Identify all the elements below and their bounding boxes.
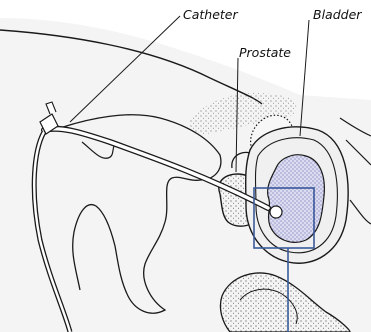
bladder-label: Bladder — [313, 9, 361, 22]
prostate-label: Prostate — [239, 47, 291, 60]
catheter-label: Catheter — [183, 9, 238, 22]
catheter-balloon — [270, 206, 282, 218]
bladder-lumen — [268, 155, 325, 243]
